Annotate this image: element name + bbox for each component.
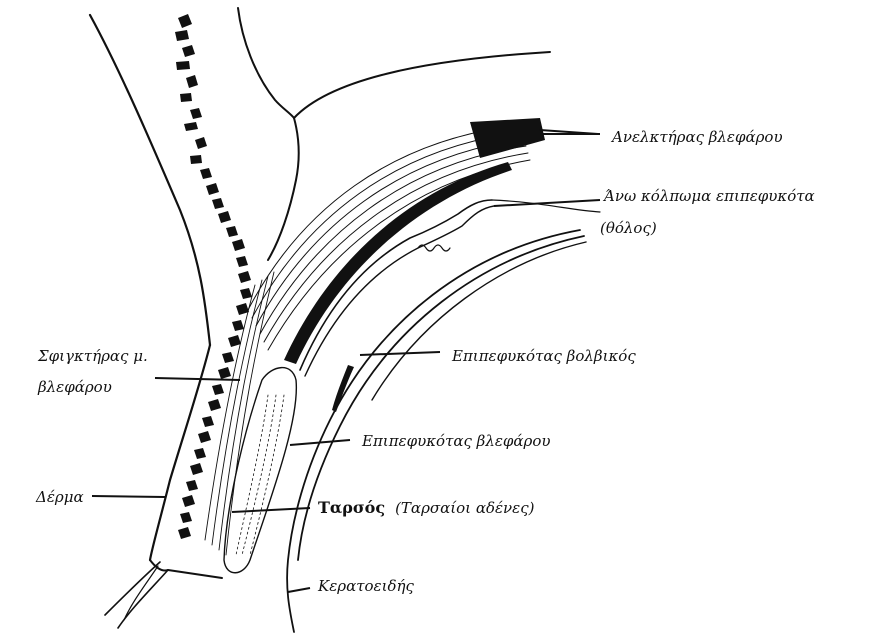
- label-palpebral-conjunctiva: Επιπεφυκότας βλεφάρου: [361, 432, 551, 450]
- label-levator: Ανελκτήρας βλεφάρου: [610, 128, 783, 146]
- label-bulbar-conjunctiva: Επιπεφυκότας βολβικός: [451, 347, 636, 365]
- levator-tendon: [470, 118, 598, 158]
- label-tarsus-sub: (Ταρσαίοι αδένες): [395, 499, 535, 517]
- label-skin: Δέρμα: [35, 488, 84, 506]
- label-fornix-line1: Άνω κόλπωμα επιπεφυκότα: [602, 187, 815, 205]
- label-tarsus: Ταρσός (Ταρσαίοι αδένες): [318, 498, 535, 517]
- lid-margin: [168, 570, 222, 578]
- label-orbicularis-line2: βλεφάρου: [37, 378, 112, 396]
- label-fornix-line2: (θόλος): [600, 219, 657, 237]
- tarsal-plate: [224, 368, 296, 573]
- labels: Ανελκτήρας βλεφάρου Άνω κόλπωμα επιπεφυκ…: [35, 128, 815, 595]
- label-tarsus-main: Ταρσός: [318, 498, 385, 517]
- label-cornea: Κερατοειδής: [317, 577, 414, 595]
- label-orbicularis-line1: Σφιγκτήρας μ.: [37, 347, 148, 365]
- orbicularis-dashes: [175, 14, 252, 539]
